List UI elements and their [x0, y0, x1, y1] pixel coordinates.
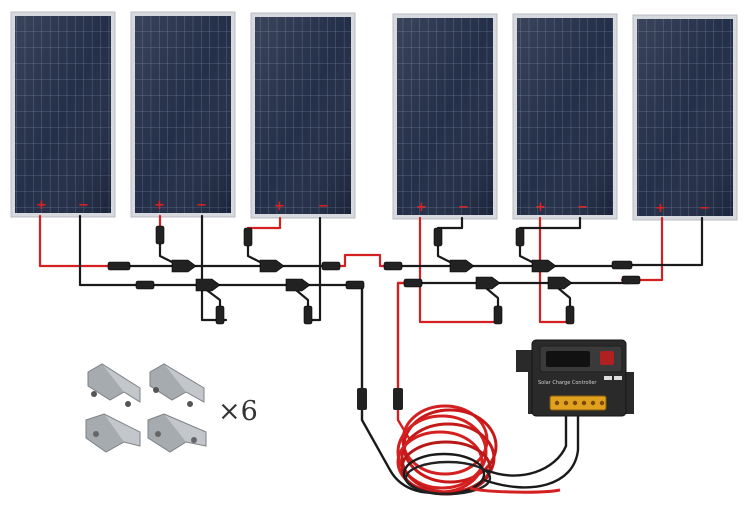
svg-text:−: −: [577, 200, 588, 215]
branch-connectors: [107, 225, 641, 325]
svg-text:−: −: [78, 198, 89, 213]
bracket-quantity-label: ×6: [218, 396, 258, 427]
svg-text:−: −: [458, 200, 469, 215]
mounting-bracket-3: [85, 413, 141, 453]
controller-brand-label: Solar Charge Controller: [538, 380, 597, 386]
solar-panel-6: + −: [632, 14, 738, 221]
svg-text:+: +: [154, 198, 165, 213]
svg-text:−: −: [318, 199, 329, 214]
svg-text:+: +: [416, 200, 427, 215]
svg-text:+: +: [36, 198, 47, 213]
mounting-bracket-4: [147, 413, 207, 453]
mounting-bracket-1: [87, 363, 141, 407]
solar-panel-5: + −: [512, 13, 618, 220]
svg-text:+: +: [274, 199, 285, 214]
charge-controller: Solar Charge Controller: [516, 339, 634, 417]
solar-panel-3: + −: [250, 12, 356, 219]
solar-panel-2: + −: [130, 11, 236, 218]
svg-text:−: −: [699, 201, 710, 216]
mounting-bracket-2: [149, 363, 205, 407]
solar-panel-4: + −: [392, 13, 498, 220]
svg-text:−: −: [196, 198, 207, 213]
solar-panel-1: + −: [10, 11, 116, 218]
cable-coil: [357, 388, 580, 496]
svg-text:+: +: [655, 201, 666, 216]
svg-text:+: +: [535, 200, 546, 215]
